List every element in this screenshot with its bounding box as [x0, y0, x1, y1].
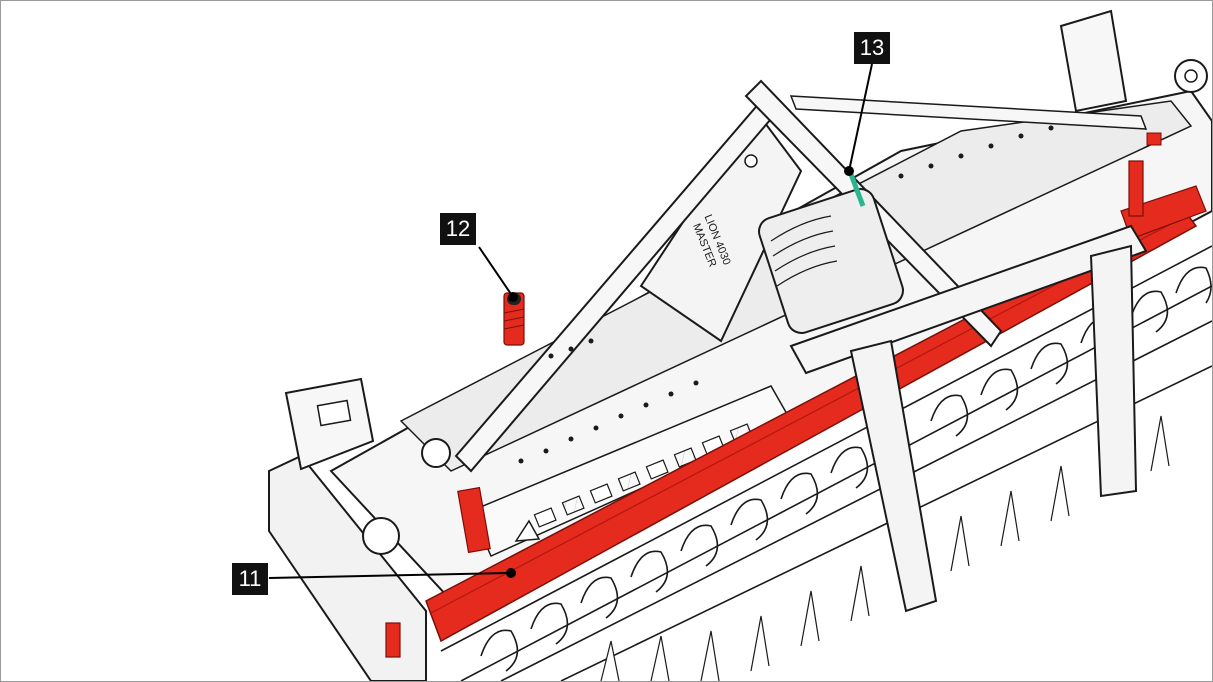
right-arm-plate: [849, 339, 938, 613]
leader-11: [268, 572, 512, 579]
hitch-tower: [1059, 9, 1128, 113]
upper-rail: [789, 95, 1148, 130]
red-upright: [1128, 160, 1144, 217]
rear-crossbar: [789, 224, 1148, 375]
callout-12: 12: [440, 213, 476, 245]
leader-12-dot: [508, 292, 518, 302]
leader-13: [848, 63, 873, 172]
warning-triangle: [514, 519, 541, 542]
left-gear: [362, 517, 400, 555]
side-red-clip: [385, 622, 401, 658]
left-pivot-wheel: [421, 438, 451, 468]
leader-13-dot: [844, 166, 854, 176]
far-right-arm-plate: [1089, 244, 1138, 498]
leader-lines: [268, 63, 873, 579]
leader-12: [478, 246, 514, 298]
pto-hub: [1184, 69, 1198, 83]
central-gearbox: [758, 188, 904, 334]
red-clip: [1146, 132, 1162, 146]
rivet-row: [518, 125, 1054, 464]
callout-13: 13: [854, 32, 890, 64]
headstock-hole: [744, 154, 758, 168]
callout-11: 11: [232, 563, 268, 595]
red-leveling-bar: [425, 205, 1198, 643]
left-bracket-window: [316, 399, 352, 427]
screw-jack-thread: [503, 308, 525, 330]
gearbox-fins: [770, 215, 838, 287]
strip-windows: [533, 423, 753, 528]
leader-11-dot: [506, 568, 516, 578]
left-red-adjuster: [457, 486, 491, 554]
